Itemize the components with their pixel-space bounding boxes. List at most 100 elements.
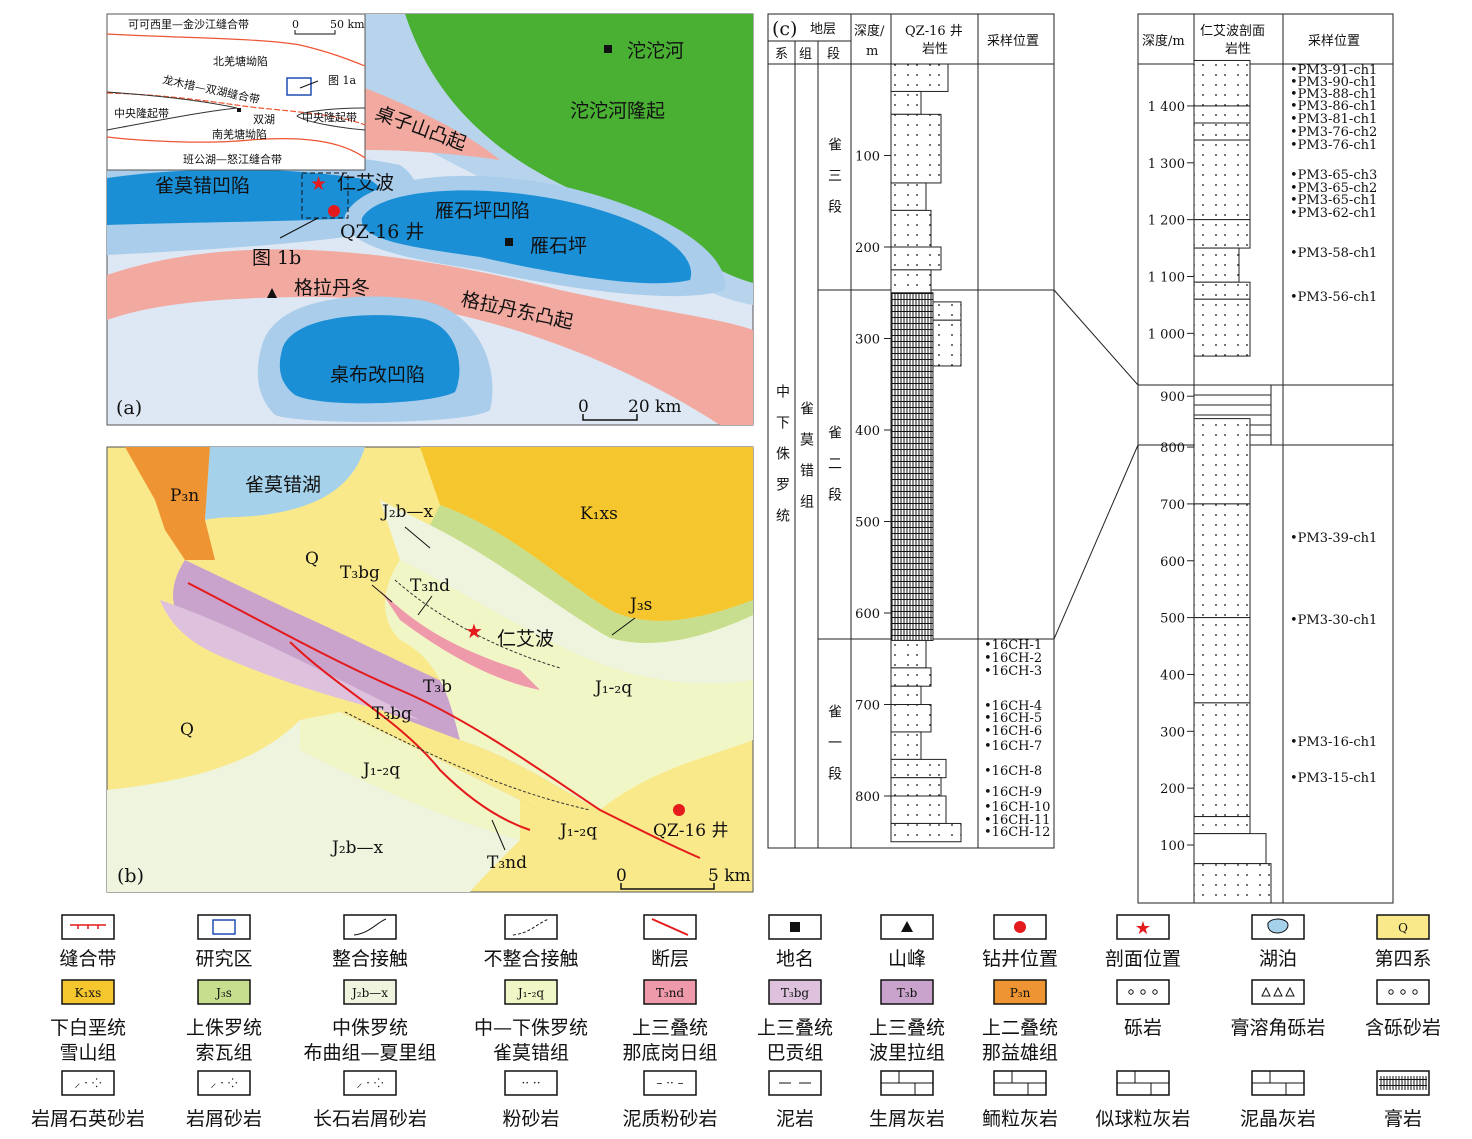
siltstone-icon: ·· ·· xyxy=(521,1076,540,1090)
scale-bar xyxy=(582,414,638,421)
member-label-3: 雀三段 xyxy=(826,137,842,230)
legend-label: 含砾砂岩 xyxy=(1365,1017,1441,1039)
panel-a-map: 沱沱河 沱沱河隆起 桌子山凸起 雀莫错凹陷 ★ 仁艾波 QZ-16 井 雁石坪凹… xyxy=(106,13,754,426)
header-sample-pos-2: 采样位置 xyxy=(1308,34,1360,49)
suture-icon xyxy=(70,924,106,929)
sample-label: •16CH-8 xyxy=(984,764,1042,779)
depth-tick-label: 300 xyxy=(1160,725,1185,740)
suture-bottom-label: 班公湖—怒江缝合带 xyxy=(183,152,282,166)
gypsum-icon xyxy=(1379,1076,1427,1090)
legend-label: 岩屑石英砂岩 xyxy=(31,1108,145,1130)
J2bx-top-label: J₂b—x xyxy=(380,502,434,522)
T3bg-area xyxy=(160,600,420,720)
formation-label: 雀莫错组 xyxy=(798,401,814,525)
legend-label: 泥晶灰岩 xyxy=(1240,1108,1316,1130)
T3bg-top-label: T₃bg xyxy=(340,563,380,583)
legend-swatch xyxy=(197,914,251,940)
legend-swatch xyxy=(504,914,558,940)
sample-label: •PM3-56-ch1 xyxy=(1290,290,1377,305)
sample-label: •PM3-76-ch1 xyxy=(1290,138,1377,153)
muddy-siltstone-icon: – ·· – xyxy=(656,1076,683,1090)
fig1b-ref: 图 1b xyxy=(252,247,301,269)
limestone-bed xyxy=(1193,833,1267,865)
header-well-litho: QZ-16 井 xyxy=(905,24,963,39)
sample-label: •16CH-4 xyxy=(984,699,1042,714)
P3n-area xyxy=(125,447,215,560)
legend-label: 上侏罗统 xyxy=(186,1017,262,1039)
sample-label: •16CH-5 xyxy=(984,711,1042,726)
lithology-bed xyxy=(1193,281,1251,300)
legend-swatch xyxy=(343,1070,397,1096)
legend-label: 研究区 xyxy=(195,948,252,970)
sample-label: •16CH-7 xyxy=(984,739,1042,754)
lithology-bed xyxy=(890,182,927,211)
tuotuohe-label: 沱沱河 xyxy=(627,40,684,62)
legend-label: 膏岩 xyxy=(1384,1107,1422,1130)
lake-icon xyxy=(1267,918,1289,934)
depth-tick-label: 1 400 xyxy=(1148,100,1185,115)
T3bg-mid-label: T₃bg xyxy=(372,704,412,724)
lithology-bed xyxy=(1193,122,1251,141)
depth-tick-label: 400 xyxy=(1160,668,1185,683)
lithology-bed xyxy=(890,639,927,669)
legend-label: 整合接触 xyxy=(332,948,408,970)
study-area-icon xyxy=(286,77,312,96)
zhuozishan-uplift-area xyxy=(365,88,500,160)
member-label-2: 雀二段 xyxy=(826,425,842,518)
fig1a-ref: 图 1a xyxy=(328,74,356,87)
lithology-bed xyxy=(890,667,932,687)
legend-label: 中侏罗统 xyxy=(332,1017,408,1039)
conglomerate-icon xyxy=(1152,989,1158,995)
legend-label: 膏溶角砾岩 xyxy=(1230,1016,1325,1039)
legend-swatch xyxy=(1376,914,1430,940)
lithology-bed xyxy=(890,704,932,733)
lithology-bed xyxy=(1193,418,1251,505)
legend-label: 剖面位置 xyxy=(1105,948,1181,970)
legend-label: 第四系 xyxy=(1374,948,1431,970)
sample-label: •16CH-11 xyxy=(984,813,1050,828)
lithology-bed xyxy=(1193,59,1251,107)
place-name-icon xyxy=(790,922,800,932)
legend-label: 粉砂岩 xyxy=(502,1108,559,1130)
lithology-bed xyxy=(1193,863,1272,904)
K1xs-label: K₁xs xyxy=(580,504,618,524)
depth-tick-label: 900 xyxy=(1160,390,1185,405)
section-site-icon: ★ xyxy=(310,173,327,195)
sample-label: •PM3-58-ch1 xyxy=(1290,246,1377,261)
legend-swatch xyxy=(61,914,115,940)
drill-site-icon xyxy=(328,205,340,217)
leader-line xyxy=(371,584,393,603)
lithology-bed xyxy=(890,822,962,843)
south-depression-label: 南羌塘坳陷 xyxy=(212,127,267,141)
legend-code: T₃b xyxy=(897,986,918,1000)
lithology-bed xyxy=(890,777,942,797)
header-system: 系 xyxy=(775,47,788,62)
lithology-bed xyxy=(1193,816,1251,835)
conglomerate-icon xyxy=(1140,989,1146,995)
K1xs-area xyxy=(420,447,753,621)
geladandong-uplift-area xyxy=(107,249,753,425)
J12q-right-label: J₁-₂q xyxy=(593,678,632,698)
scale-max: 5 km xyxy=(708,866,751,886)
legend-label: 泥岩 xyxy=(776,1108,814,1130)
sample-label: •PM3-15-ch1 xyxy=(1290,771,1377,786)
depth-tick-label: 800 xyxy=(855,790,880,805)
depth-tick-label: 600 xyxy=(1160,555,1185,570)
legend-label: 波里拉组 xyxy=(869,1042,945,1064)
sample-label: •PM3-16-ch1 xyxy=(1290,735,1377,750)
gypsum-breccia-icon xyxy=(1285,986,1295,997)
header-strata: 地层 xyxy=(810,22,836,37)
lithology-bed xyxy=(890,246,942,271)
legend-label: 鲕粒灰岩 xyxy=(982,1108,1058,1130)
yanshiping-depression-label: 雁石坪凹陷 xyxy=(435,200,530,222)
central-uplift-outline xyxy=(296,107,366,131)
panel-b-label: (b) xyxy=(117,865,144,887)
peak-icon xyxy=(267,288,277,298)
scale-bar xyxy=(620,883,715,890)
sample-label: •16CH-3 xyxy=(984,664,1042,679)
lithology-bed xyxy=(890,209,932,248)
legend-swatch xyxy=(643,979,697,1005)
J12q-area-low xyxy=(300,712,520,840)
lithology-bed xyxy=(890,758,947,779)
legend-label: 那益雄组 xyxy=(982,1042,1058,1064)
